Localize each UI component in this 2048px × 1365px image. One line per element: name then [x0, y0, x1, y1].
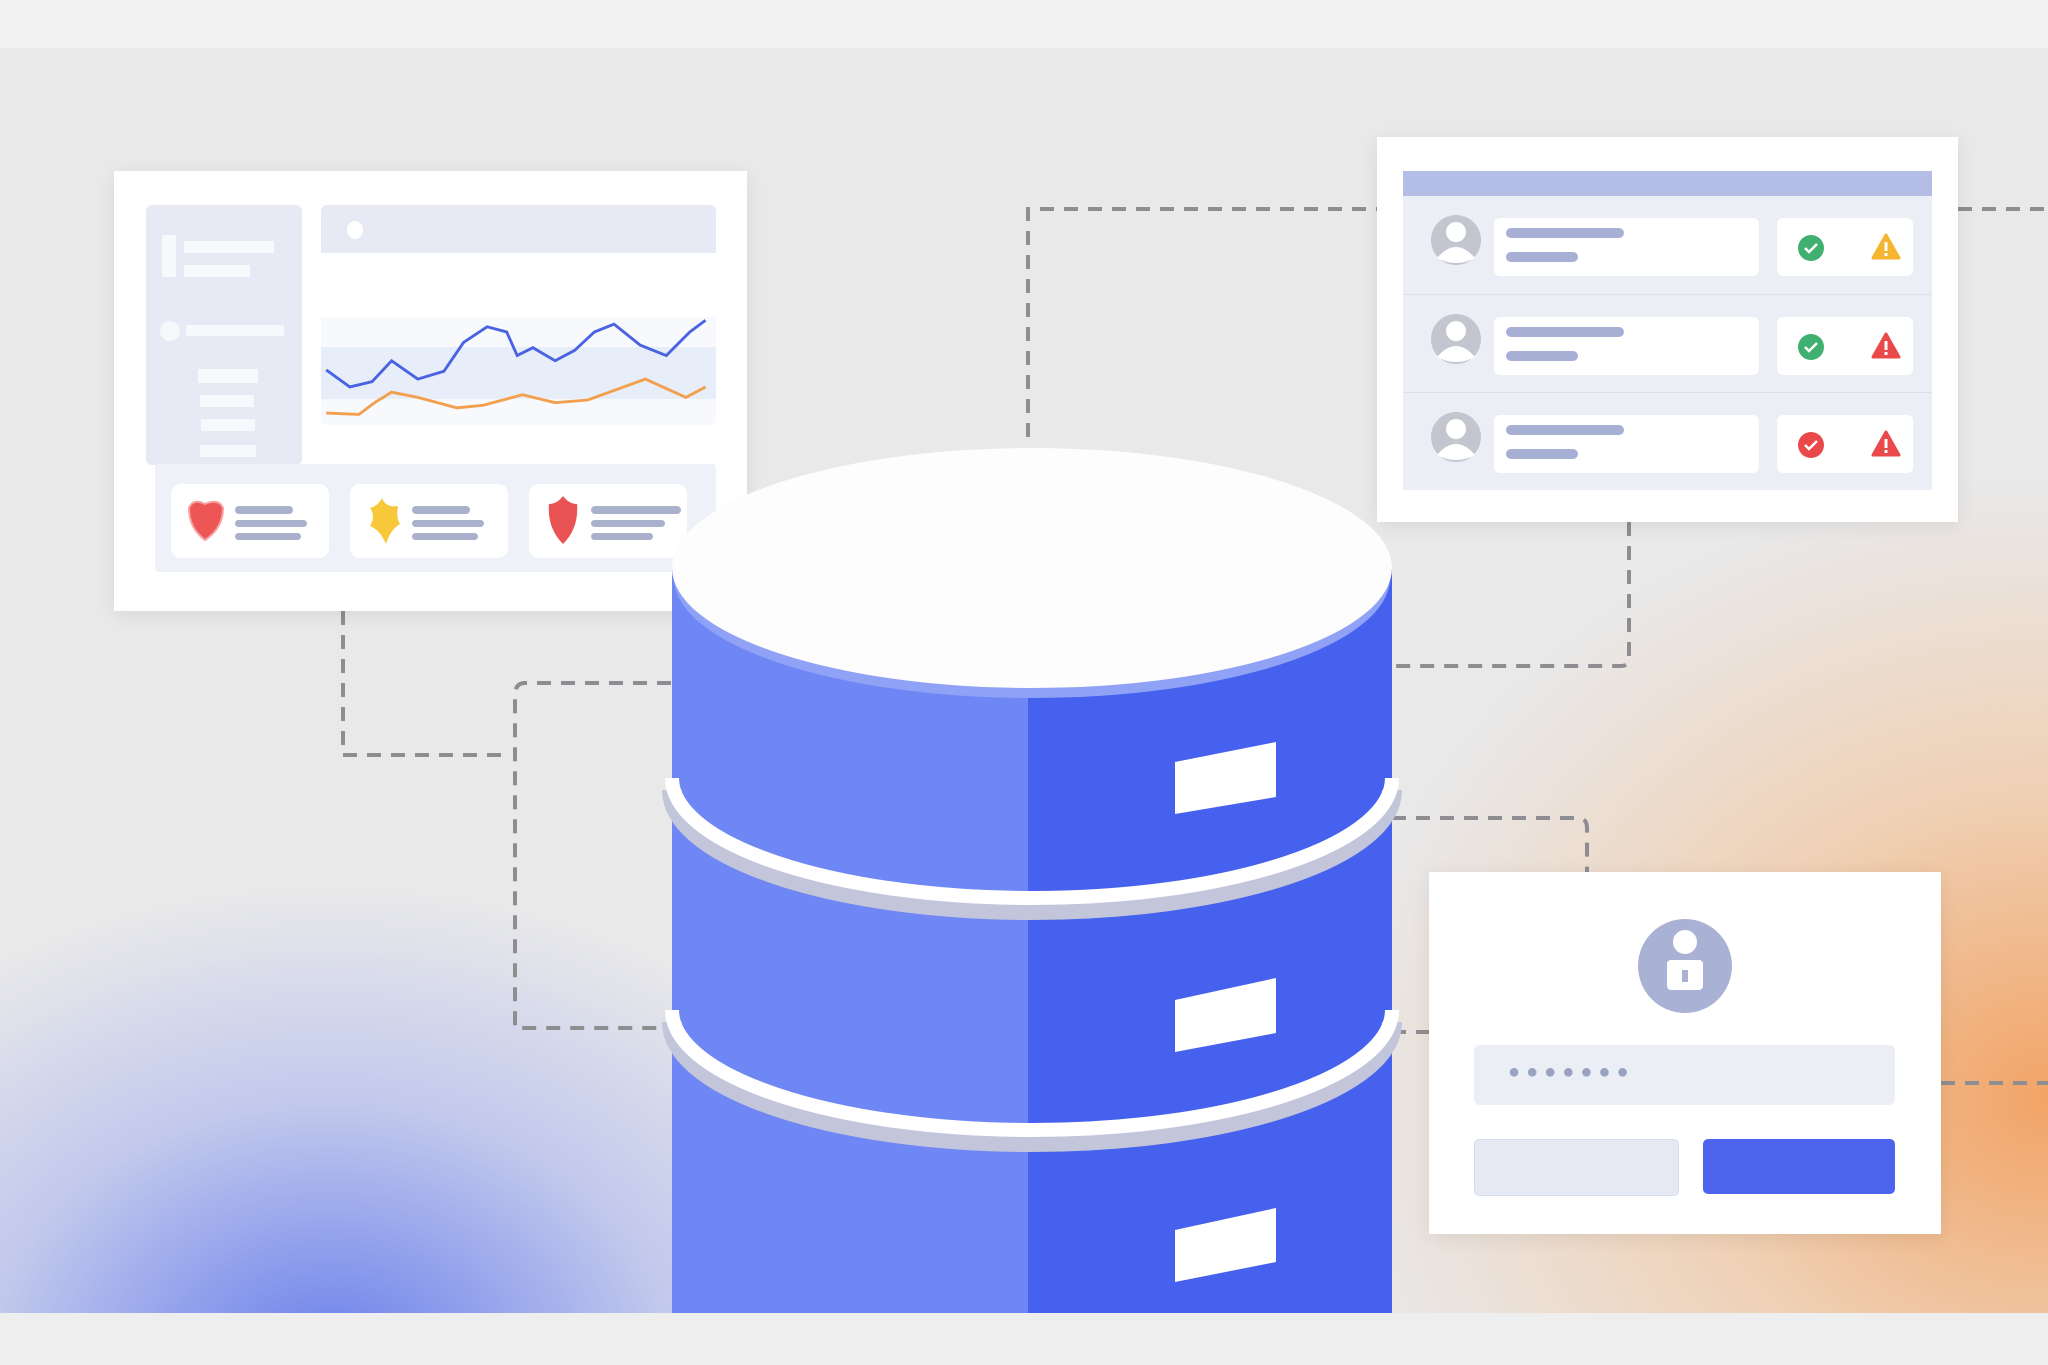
cylinder-band [665, 777, 1399, 905]
connector [1026, 207, 1377, 437]
warning-triangle-icon [1871, 430, 1901, 457]
warning-triangle-icon [1871, 233, 1901, 260]
status-card [1777, 415, 1913, 473]
top-band [0, 0, 2048, 48]
security-card [171, 484, 329, 558]
table-header [1403, 171, 1932, 196]
avatar-icon [1431, 412, 1481, 462]
connector [513, 681, 671, 1030]
check-circle-icon [1798, 334, 1824, 360]
chart-line-orange [326, 377, 707, 416]
table-row[interactable] [1403, 294, 1932, 393]
check-circle-icon [1798, 432, 1824, 458]
table-row[interactable] [1403, 392, 1932, 491]
cylinder-band [662, 1021, 1402, 1152]
shield-icon [548, 496, 578, 544]
security-card [350, 484, 508, 558]
avatar-icon [1431, 314, 1481, 364]
warning-triangle-icon [1871, 332, 1901, 359]
password-value: ●●●●●●● [1508, 1061, 1635, 1083]
lock-avatar-icon [1638, 919, 1732, 1013]
drive-label [1175, 1208, 1276, 1282]
bottom-band [0, 1313, 2048, 1365]
user-info-card [1494, 415, 1759, 473]
user-list-table [1403, 171, 1932, 490]
drive-label [1175, 742, 1276, 814]
password-input[interactable]: ●●●●●●● [1474, 1045, 1895, 1105]
security-cards-row [155, 464, 716, 572]
shield-icon [370, 498, 400, 544]
login-button[interactable] [1703, 1139, 1895, 1194]
user-list-panel [1377, 137, 1958, 522]
line-chart [325, 319, 707, 416]
dashboard-chart-card [321, 205, 716, 425]
connector [1392, 816, 1589, 872]
chart-line-blue [325, 319, 707, 389]
dashboard-panel [114, 171, 747, 611]
status-card [1777, 317, 1913, 375]
user-info-card [1494, 218, 1759, 276]
dashboard-sidebar [146, 205, 302, 465]
security-card [529, 484, 687, 558]
connector [1392, 522, 1631, 668]
connector [341, 611, 503, 757]
user-info-card [1494, 317, 1759, 375]
status-card [1777, 218, 1913, 276]
cylinder-top [672, 448, 1392, 688]
shield-icon [187, 500, 225, 542]
check-circle-icon [1798, 235, 1824, 261]
cylinder-band [662, 789, 1402, 920]
cancel-button[interactable] [1474, 1139, 1679, 1196]
avatar-icon [1431, 215, 1481, 265]
login-panel: ●●●●●●● [1429, 872, 1941, 1234]
drive-label [1175, 978, 1276, 1052]
cylinder-band [665, 1009, 1399, 1137]
table-row[interactable] [1403, 196, 1932, 294]
